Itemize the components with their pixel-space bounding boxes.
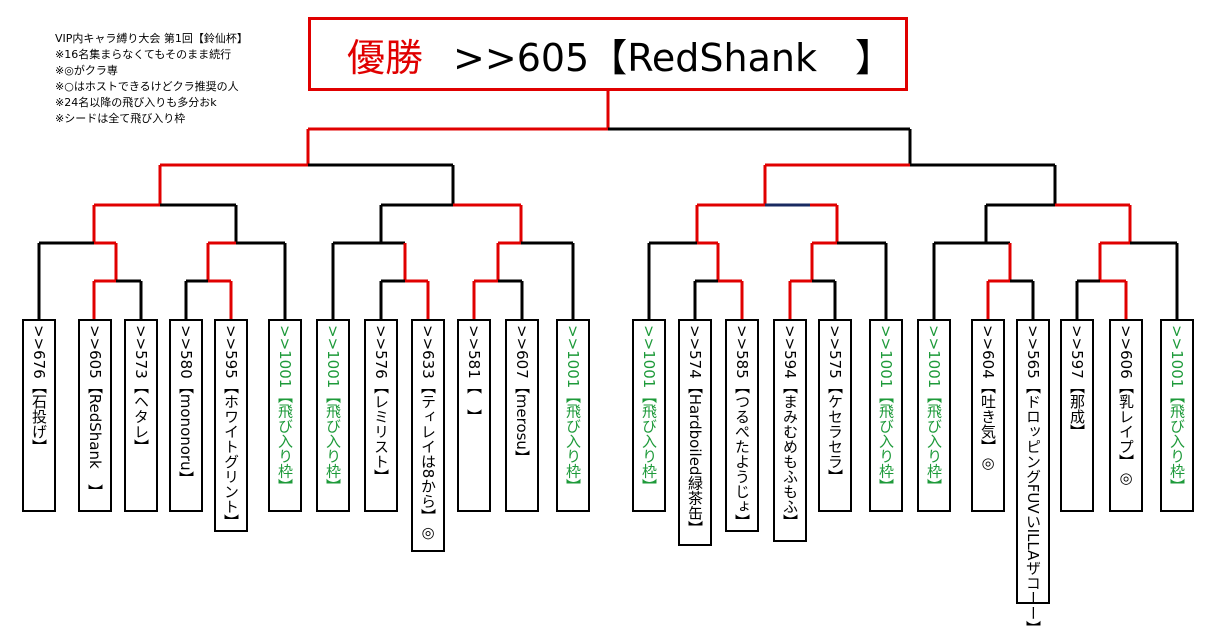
tournament-notes: VIP内キャラ縛り大会 第1回【鈴仙杯】 ※16名集まらなくてもそのまま続行 ※… <box>55 31 305 127</box>
entry-tobiiri: >>1001【飛び入り枠】 <box>917 319 951 512</box>
entry-player: >>581【 】 <box>457 319 491 512</box>
entry-player: >>595【ホワイトグリント】 <box>214 319 248 532</box>
entry-label: >>1001【飛び入り枠】 <box>925 325 943 494</box>
entry-player: >>565【ドロッピングFUVいILLAザコーー】 <box>1016 319 1050 635</box>
entry-player: >>585【つるぺたようじょ】 <box>725 319 759 532</box>
entry-tobiiri: >>1001【飛び入り枠】 <box>316 319 350 512</box>
entry-label: >>581【 】 <box>465 325 483 424</box>
entry-player: >>574【Hardboiled緑茶缶】 <box>678 319 712 546</box>
entry-label: >>1001【飛び入り枠】 <box>276 325 294 494</box>
entry-player: >>606【乳レイプ】◎ <box>1109 319 1143 512</box>
entry-label: >>575【ケセラセラ】 <box>826 325 844 484</box>
entry-label: >>576【レミリスト】 <box>372 325 390 484</box>
winner-name: >>605【RedShank 】 <box>453 35 894 80</box>
note-line: ※◎がクラ専 <box>55 64 118 77</box>
entry-label: >>676【石投げ】 <box>30 325 48 454</box>
entry-label: >>633【ティレイは8から】◎ <box>419 325 437 542</box>
entry-label: >>585【つるぺたようじょ】 <box>733 325 751 529</box>
note-line: ※24名以降の飛び入りも多分おk <box>55 96 217 109</box>
entry-label: >>595【ホワイトグリント】 <box>222 325 240 529</box>
entry-player: >>597【那成】 <box>1060 319 1094 512</box>
entry-label: >>605【RedShank 】 <box>86 325 104 499</box>
entry-label: >>1001【飛び入り枠】 <box>324 325 342 494</box>
entry-label: >>1001【飛び入り枠】 <box>640 325 658 494</box>
winner-label: 優勝 <box>347 35 424 80</box>
entry-label: >>606【乳レイプ】◎ <box>1117 325 1135 487</box>
entry-label: >>597【那成】 <box>1068 325 1086 439</box>
note-line: ※シードは全て飛び入り枠 <box>55 112 186 125</box>
entry-player: >>575【ケセラセラ】 <box>818 319 852 512</box>
entry-player: >>573【ヘタレ】 <box>124 319 158 512</box>
entry-label: >>1001【飛び入り枠】 <box>877 325 895 494</box>
entry-tobiiri: >>1001【飛び入り枠】 <box>1160 319 1194 512</box>
entry-tobiiri: >>1001【飛び入り枠】 <box>632 319 666 512</box>
entry-label: >>580【mononoru】 <box>177 325 195 486</box>
note-line: VIP内キャラ縛り大会 第1回【鈴仙杯】 <box>55 32 248 45</box>
entry-label: >>604【吐き気】◎ <box>979 325 997 472</box>
entry-player: >>607【merosu】 <box>505 319 539 512</box>
entry-label: >>1001【飛び入り枠】 <box>1168 325 1186 494</box>
entry-label: >>594【まみむめもふもふ】 <box>781 325 799 529</box>
entry-player: >>633【ティレイは8から】◎ <box>411 319 445 552</box>
entry-label: >>1001【飛び入り枠】 <box>564 325 582 494</box>
note-line: ※16名集まらなくてもそのまま続行 <box>55 48 232 61</box>
entry-tobiiri: >>1001【飛び入り枠】 <box>869 319 903 512</box>
entry-label: >>607【merosu】 <box>513 325 531 465</box>
entry-player: >>604【吐き気】◎ <box>971 319 1005 512</box>
entry-player: >>594【まみむめもふもふ】 <box>773 319 807 542</box>
entry-tobiiri: >>1001【飛び入り枠】 <box>556 319 590 512</box>
entry-label: >>574【Hardboiled緑茶缶】 <box>686 325 704 536</box>
entry-player: >>580【mononoru】 <box>169 319 203 512</box>
entry-player: >>676【石投げ】 <box>22 319 56 512</box>
entry-player: >>605【RedShank 】 <box>78 319 112 512</box>
entry-player: >>576【レミリスト】 <box>364 319 398 512</box>
winner-box: 優勝 >>605【RedShank 】 <box>308 17 908 91</box>
entry-tobiiri: >>1001【飛び入り枠】 <box>268 319 302 512</box>
entry-label: >>573【ヘタレ】 <box>132 325 150 454</box>
entry-label: >>565【ドロッピングFUVいILLAザコーー】 <box>1024 325 1042 635</box>
note-line: ※○はホストできるけどクラ推奨の人 <box>55 80 239 93</box>
